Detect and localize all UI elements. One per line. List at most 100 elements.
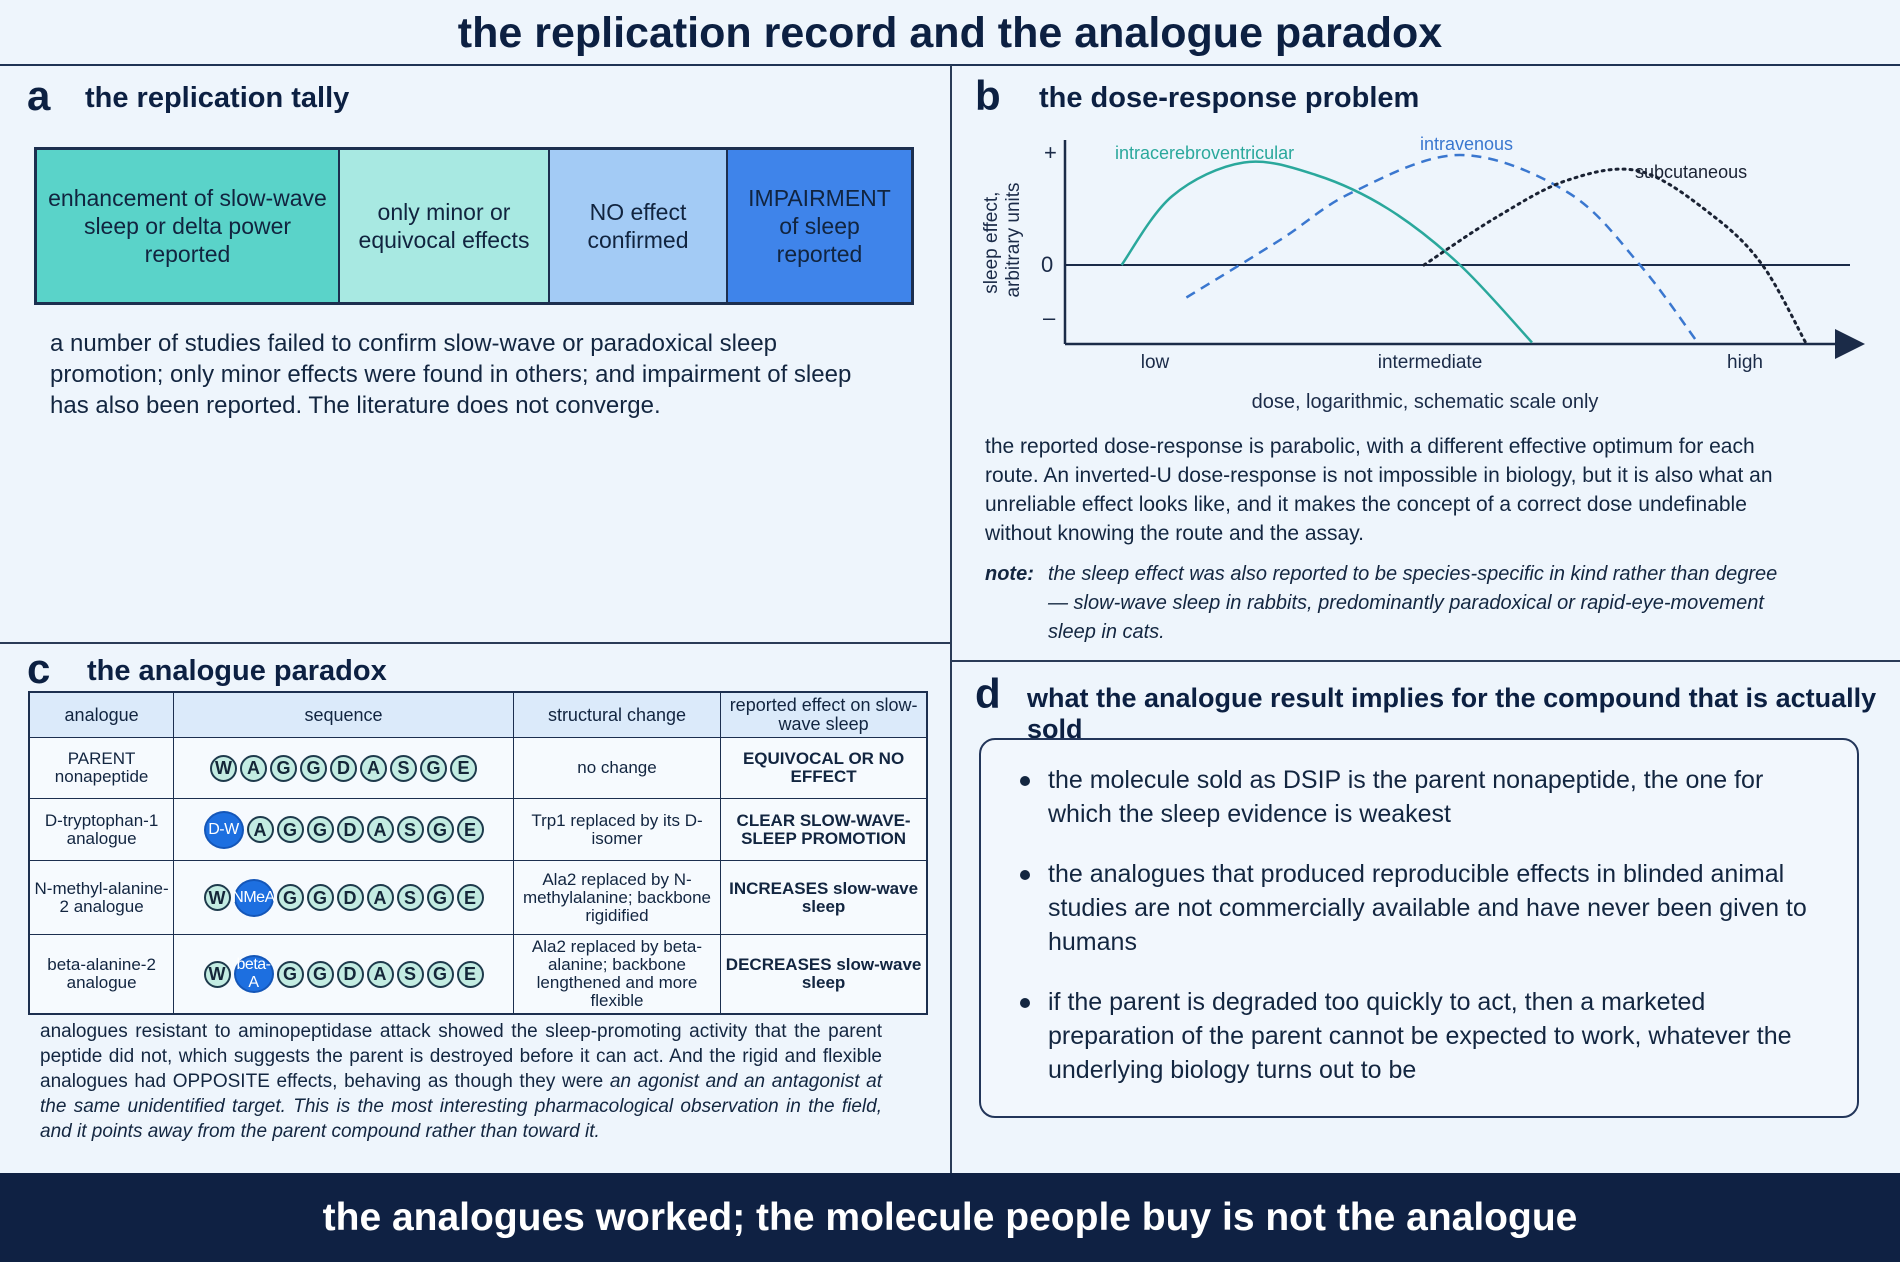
residue: G [426,884,454,911]
bullet-dot [1020,998,1030,1008]
series-label-iv: intravenous [1420,134,1513,154]
residue: E [456,960,484,988]
residue: S [396,960,424,988]
y-axis-label-line2: arbitrary units [1003,182,1024,297]
residue: A [240,754,267,782]
series-label-icv: intracerebroventricular [1115,143,1294,163]
series-line-2 [1422,167,1808,344]
residue: S [390,754,417,782]
residue: A [366,960,394,988]
residue: D [336,960,364,988]
reported-effect: CLEAR SLOW-WAVE-SLEEP PROMOTION [720,798,928,861]
header-analogue: analogue [28,691,175,738]
structural-change: Trp1 replaced by its D-isomer [512,798,722,861]
dose-response-chart: + 0 – low intermediate high dose, logari… [981,134,1865,413]
bullet-dot [1020,776,1030,786]
panel-d-title: what the analogue result implies for the… [1027,683,1877,744]
residue: D [336,816,364,843]
x-tick-high: high [1727,352,1763,373]
implication-item: the molecule sold as DSIP is the parent … [1012,763,1812,831]
implication-item: the analogues that produced reproducible… [1012,857,1812,959]
implication-text: the analogues that produced reproducible… [1048,860,1807,956]
panel-b-note: note: the sleep effect was also reported… [985,560,1785,647]
residue: A [366,816,394,843]
series-line-0 [1120,160,1533,344]
y-tick-plus: + [1044,140,1057,165]
tally-minor: only minor or equivocal effects [340,150,550,302]
analogue-table: analogue sequence structural change repo… [28,691,928,1015]
reported-effect: DECREASES slow-wave sleep [720,934,928,1015]
residue: G [426,960,454,988]
bullet-dot [1020,870,1030,880]
reported-effect: EQUIVOCAL OR NO EFFECT [720,737,928,799]
x-tick-low: low [1141,352,1170,373]
tally-enhancement: enhancement of slow-wave sleep or delta … [37,150,340,302]
implication-item: if the parent is degraded too quickly to… [1012,985,1812,1087]
vertical-divider [950,65,952,1173]
residue: G [426,816,454,843]
header-sequence: sequence [173,691,514,738]
chart-curves [1120,153,1808,344]
residue: E [456,816,484,843]
residue: G [306,960,334,988]
y-tick-minus: – [1043,305,1056,330]
panel-d-letter: d [975,670,1001,717]
residue: D [336,884,364,911]
panel-c-text-italic: an agonist and an antagonist at the same… [40,1071,882,1142]
panel-c-title: the analogue paradox [87,655,387,687]
structural-change: Ala2 replaced by N-methylalanine; backbo… [512,860,722,935]
structural-change: no change [512,737,722,799]
y-axis-label: sleep effect, arbitrary units [981,182,1024,297]
panel-c-text-normal: analogues resistant to aminopeptidase at… [40,1021,882,1092]
header-structural-change: structural change [512,691,722,738]
residue: W [203,960,231,988]
panel-b-text: the reported dose-response is parabolic,… [985,435,1773,545]
residue: W [203,884,231,911]
residue: D [330,754,357,782]
modified-residue: D-W [203,810,244,849]
series-label-sc: subcutaneous [1635,162,1747,182]
implications-list: the molecule sold as DSIP is the parent … [1012,763,1812,1113]
note-text: the sleep effect was also reported to be… [1048,563,1778,643]
implication-text: the molecule sold as DSIP is the parent … [1048,766,1764,828]
residue: W [210,754,237,782]
analogue-name: D-tryptophan-1 analogue [28,798,175,861]
residue: E [450,754,477,782]
tally-impairment: IMPAIRMENT of sleep reported [728,150,911,302]
panel-a-letter: a [27,72,51,119]
panel-b-title: the dose-response problem [1039,82,1420,114]
residue: A [360,754,387,782]
analogue-name: PARENT nonapeptide [28,737,175,799]
tally-no-effect: NO effect confirmed [550,150,728,302]
note-label: note: [985,563,1034,585]
residue: A [366,884,394,911]
structural-change: Ala2 replaced by beta-alanine; backbone … [512,934,722,1015]
residue: G [276,816,304,843]
residue: G [276,884,304,911]
residue: G [276,960,304,988]
residue: S [396,816,424,843]
panel-a-title: the replication tally [85,82,350,114]
panel-a-text: a number of studies failed to confirm sl… [50,330,852,419]
panel-c-text: analogues resistant to aminopeptidase at… [40,1019,882,1144]
implications-box [979,738,1859,1118]
replication-tally: enhancement of slow-wave sleep or delta … [34,147,914,305]
page-title: the replication record and the analogue … [0,0,1900,66]
panel-b-letter: b [975,72,1001,119]
x-tick-intermediate: intermediate [1378,352,1483,373]
residue: E [456,884,484,911]
table-header-row: analogue sequence structural change repo… [28,691,928,738]
residue: G [420,754,447,782]
analogue-name: beta-alanine-2 analogue [28,934,175,1015]
residue: G [300,754,327,782]
residue: A [246,816,274,843]
